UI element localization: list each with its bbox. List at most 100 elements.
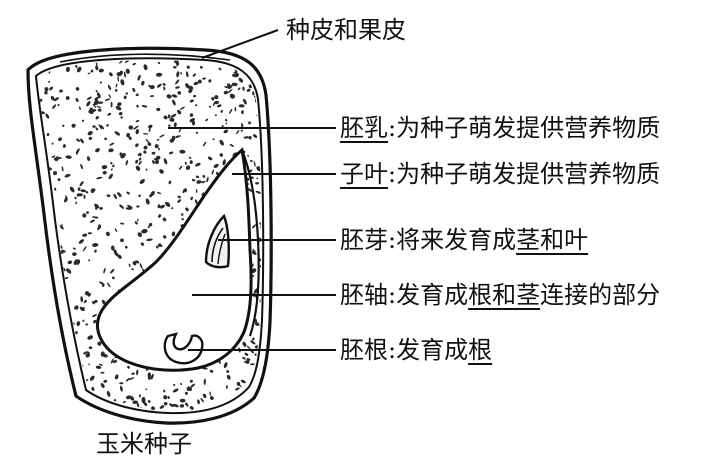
stipple-dot: [94, 203, 100, 209]
stipple-dot: [209, 369, 214, 373]
stipple-dot: [108, 94, 111, 99]
stipple-dot: [97, 341, 102, 346]
stipple-dot: [61, 249, 66, 253]
stipple-dot: [118, 111, 123, 116]
stipple-dot: [92, 125, 96, 128]
stipple-dot: [137, 232, 142, 237]
stipple-dot: [106, 390, 111, 397]
stipple-dot: [242, 341, 247, 347]
stipple-dot: [41, 299, 47, 304]
stipple-dot: [51, 364, 55, 368]
stipple-dot: [135, 165, 141, 171]
stipple-dot: [56, 399, 61, 406]
stipple-dot: [171, 207, 174, 210]
stipple-dot: [147, 372, 152, 379]
stipple-dot: [60, 223, 63, 229]
stipple-dot: [179, 165, 183, 170]
stipple-dot: [163, 158, 168, 165]
stipple-dot: [74, 331, 78, 335]
stipple-dot: [145, 168, 148, 171]
stipple-dot: [213, 101, 216, 107]
stipple-dot: [223, 362, 228, 369]
stipple-dot: [86, 96, 92, 100]
stipple-dot: [103, 379, 108, 383]
stipple-dot: [177, 199, 182, 203]
stipple-dot: [62, 144, 66, 148]
stipple-dot: [103, 354, 108, 358]
stipple-dot: [89, 375, 95, 381]
stipple-dot: [141, 229, 148, 234]
stipple-dot: [246, 88, 251, 92]
stipple-dot: [229, 108, 233, 114]
stipple-dot: [68, 333, 73, 340]
stipple-dot: [125, 92, 128, 95]
stipple-dot: [95, 365, 102, 369]
stipple-dot: [138, 160, 142, 166]
stipple-dot: [114, 88, 118, 92]
stipple-dot: [81, 119, 85, 122]
stipple-dot: [240, 129, 243, 132]
stipple-dot: [120, 116, 123, 119]
stipple-dot: [159, 134, 165, 138]
stipple-dot: [82, 233, 88, 237]
stipple-dot: [252, 408, 255, 411]
stipple-dot: [234, 106, 237, 112]
stipple-dot: [105, 231, 110, 237]
stipple-dot: [141, 80, 145, 86]
stipple-dot: [260, 392, 262, 397]
stipple-dot: [63, 375, 66, 379]
stipple-dot: [92, 314, 97, 318]
stipple-dot: [91, 301, 95, 305]
stipple-dot: [119, 385, 123, 392]
stipple-dot: [68, 328, 71, 331]
stipple-dot: [201, 181, 205, 184]
stipple-dot: [247, 188, 253, 192]
stipple-dot: [108, 148, 114, 153]
stipple-dot: [72, 252, 77, 257]
stipple-dot: [252, 224, 256, 229]
stipple-dot: [179, 382, 183, 386]
stipple-dot: [112, 276, 115, 280]
label-pericarp-text: 种皮和果皮: [286, 16, 406, 44]
stipple-dot: [79, 181, 84, 187]
stipple-dot: [229, 143, 234, 147]
stipple-dot: [43, 397, 49, 401]
stipple-dot: [74, 196, 77, 200]
stipple-dot: [109, 142, 115, 146]
stipple-dot: [51, 155, 56, 158]
stipple-dot: [80, 138, 84, 144]
stipple-dot: [99, 81, 103, 84]
stipple-dot: [113, 193, 118, 200]
stipple-dot: [127, 204, 133, 209]
stipple-dot: [224, 86, 230, 89]
stipple-dot: [92, 216, 97, 219]
stipple-dot: [42, 386, 46, 389]
stipple-dot: [171, 94, 178, 98]
stipple-dot: [119, 152, 123, 157]
stipple-dot: [123, 71, 126, 78]
stipple-dot: [195, 189, 198, 193]
stipple-dot: [235, 129, 240, 135]
label-radicle: 胚根:发育成根: [340, 336, 492, 364]
stipple-dot: [55, 249, 59, 256]
stipple-dot: [44, 87, 49, 92]
stipple-dot: [147, 142, 152, 146]
stipple-dot: [215, 171, 219, 176]
seed-coat-outer: [26, 46, 273, 425]
stipple-dot: [226, 370, 230, 373]
stipple-dot: [138, 194, 141, 198]
stipple-dot: [94, 96, 99, 101]
stipple-dot: [171, 231, 176, 237]
stipple-dot: [53, 157, 59, 162]
stipple-dot: [149, 85, 155, 90]
stipple-dot: [38, 225, 39, 228]
stipple-dot: [176, 109, 182, 115]
stipple-dot: [85, 323, 89, 326]
stipple-dot: [128, 136, 132, 140]
stipple-dot: [112, 164, 115, 168]
stipple-dot: [150, 190, 155, 197]
label-hypocotyl-desc-c: 连接的部分: [540, 281, 661, 309]
stipple-dot: [193, 81, 199, 86]
stipple-dot: [192, 73, 196, 77]
